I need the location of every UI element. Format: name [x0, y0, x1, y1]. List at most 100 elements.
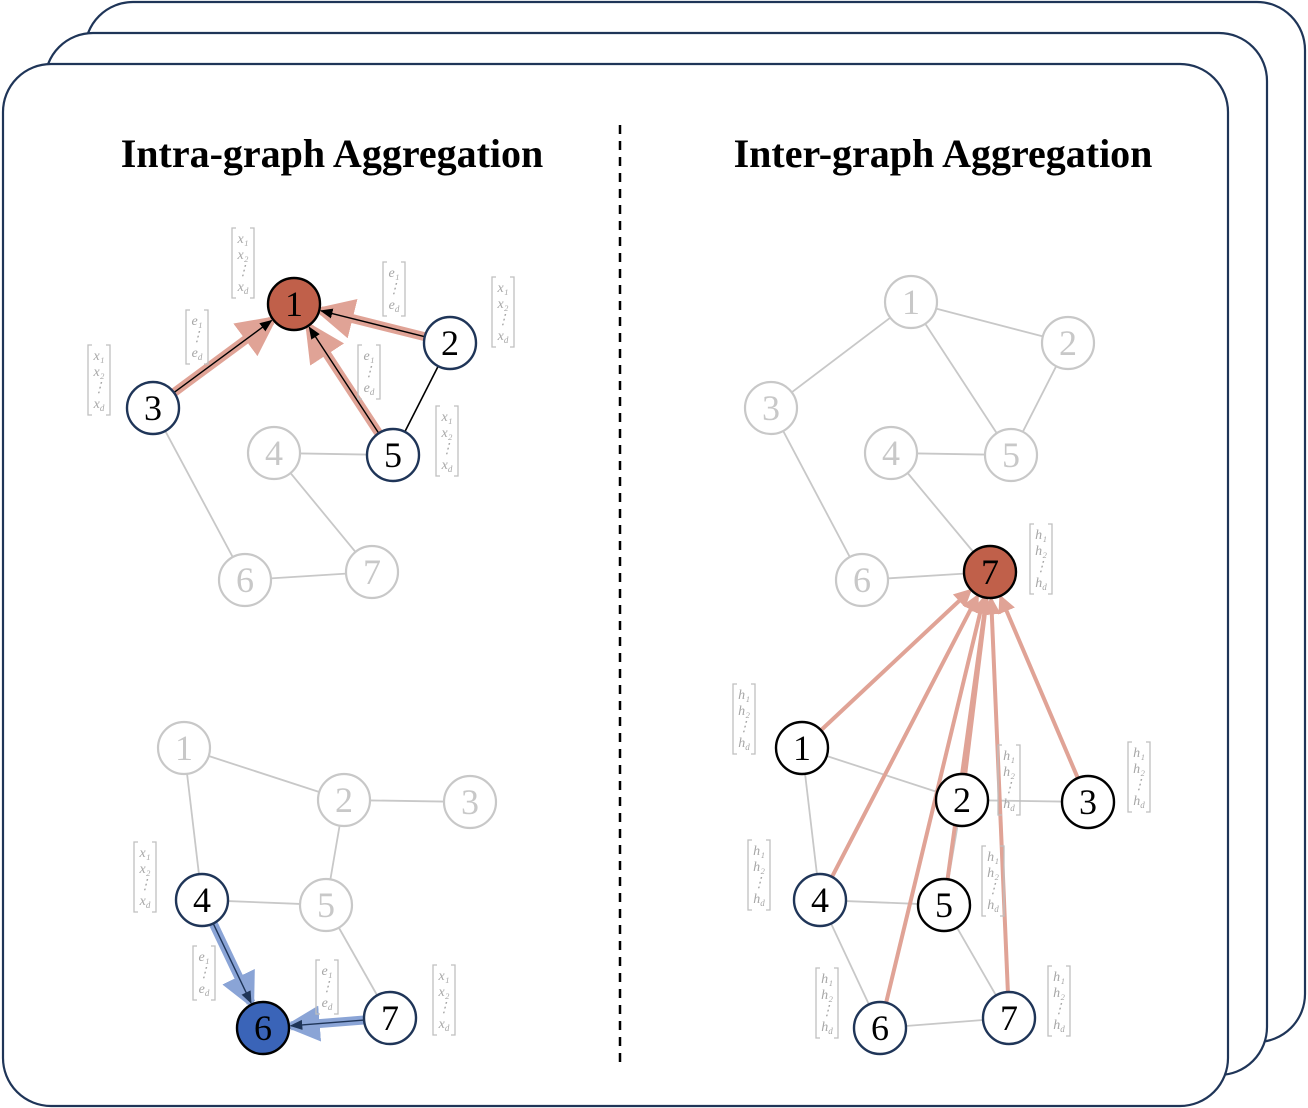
vector-entry: x₁ [92, 349, 104, 364]
edge-inter-bottom-1-4 [804, 773, 818, 875]
node-intra-bottom-7: 7 [362, 990, 418, 1046]
edge-inter-bottom-4-5 [845, 900, 919, 905]
edge-intra-top-6-7 [270, 572, 347, 580]
edge-5-1-feature-vector: e₁⋮ed [357, 344, 381, 400]
vector-entry: h₂ [1133, 762, 1145, 777]
node-label: 7 [1000, 998, 1018, 1038]
vector-entry: x₁ [437, 969, 449, 984]
vector-entry: h₂ [987, 866, 999, 881]
edge-4-6-feature-vector: e₁⋮ed [192, 945, 216, 1001]
vector-entry: x₁ [236, 232, 248, 247]
node-intra-bottom-3: 3 [442, 774, 498, 830]
vector-entry: e₁ [321, 964, 332, 979]
edge-inter-bottom-6-7 [905, 1019, 984, 1027]
vector-entry: ⋮ [362, 365, 376, 380]
node-label: 6 [871, 1008, 889, 1048]
vector-entry: h₁ [987, 850, 999, 865]
aggregation-arrow-layer [171, 299, 1080, 1042]
vector-entry: e₁ [191, 314, 202, 329]
vector-entry: x₂ [437, 985, 449, 1000]
blue-aggregation-arrow-7-to-6 [283, 1005, 365, 1042]
edge-intra-bottom-5-7 [338, 927, 378, 996]
vector-entry: h₂ [1003, 765, 1015, 780]
node-intra-top-1: 1 [266, 276, 322, 332]
node-label: 6 [254, 1008, 272, 1048]
node-intra-top-2: 2 [422, 315, 478, 371]
node-label: 2 [441, 323, 459, 363]
edge-intra-bottom-1-4 [186, 773, 200, 875]
node-label: 3 [144, 388, 162, 428]
node-intra-top-3: 3 [125, 380, 181, 436]
vector-entry: h₂ [821, 988, 833, 1003]
red-aggregation-arrow-5-to-1 [304, 320, 383, 436]
vector-entry: x₂ [138, 862, 150, 877]
inter-graph-aggregation-arrow-1 [819, 588, 973, 732]
vector-entry: ⋮ [138, 878, 152, 893]
vector-entry: ed [192, 346, 203, 362]
edge-layer [164, 307, 1063, 1027]
node-label: 7 [363, 552, 381, 592]
edge-2-1-feature-vector: e₁⋮ed [382, 261, 406, 317]
node-label: 1 [902, 282, 920, 322]
edge-inter-bottom-4-6 [830, 923, 870, 1005]
node-label: 3 [762, 388, 780, 428]
red-aggregation-arrow-3-to-1 [171, 315, 278, 397]
edge-inter-top-1-5 [924, 323, 998, 434]
node-intra-bottom-4: 4 [174, 872, 230, 928]
node-intra-top-4: 4 [246, 425, 302, 481]
edge-inter-top-1-3 [791, 316, 891, 394]
node-label: 6 [853, 560, 871, 600]
edge-inter-top-1-2 [935, 307, 1044, 338]
node-label: 5 [384, 435, 402, 475]
node-inter-top-2: 2 [1040, 315, 1096, 371]
vector-entry: x₁ [138, 846, 150, 861]
vector-entry: e₁ [363, 349, 374, 364]
node-inter-top-6: 6 [834, 552, 890, 608]
vector-entry: ⋮ [437, 1001, 451, 1016]
vector-entry: h₂ [753, 860, 765, 875]
vector-entry: h₁ [753, 844, 765, 859]
node-inter-top-1: 1 [883, 274, 939, 330]
vector-entry: h₁ [1053, 970, 1065, 985]
node-inter-bottom-1: 1 [774, 720, 830, 776]
vector-entry: ⋮ [1132, 778, 1146, 793]
edge-intra-top-4-5 [299, 452, 368, 456]
edge-intra-top-4-7 [289, 472, 357, 553]
vector-entry: h₂ [1053, 986, 1065, 1001]
node-label: 5 [935, 885, 953, 925]
vector-entry: ⋮ [92, 381, 106, 396]
node-label: 4 [882, 433, 900, 473]
vector-entry: ed [199, 982, 210, 998]
vector-entry: ⋮ [737, 720, 751, 735]
node-label: 1 [285, 284, 303, 324]
vector-entry: x₂ [236, 248, 248, 263]
vector-entry: e₁ [388, 266, 399, 281]
node-label: 2 [335, 780, 353, 820]
node-inter-bottom-3: 3 [1060, 774, 1116, 830]
vector-entry: x₂ [496, 297, 508, 312]
node-inter-bottom-5: 5 [916, 877, 972, 933]
node-label: 7 [381, 998, 399, 1038]
vector-entry: x₁ [496, 281, 508, 296]
vector-entry: h₂ [738, 704, 750, 719]
node-label: 2 [1059, 323, 1077, 363]
vector-entry: h₂ [1035, 544, 1047, 559]
vector-entry: ⋮ [236, 264, 250, 279]
node-label: 5 [1002, 435, 1020, 475]
vector-entry: ed [364, 381, 375, 397]
node-inter-bottom-6: 6 [852, 1000, 908, 1056]
inter-graph-title: Inter-graph Aggregation [734, 131, 1153, 176]
vector-entry: h₁ [1003, 749, 1015, 764]
node-label: 7 [981, 552, 999, 592]
vector-entry: x₂ [440, 426, 452, 441]
node-inter-bottom-2: 2 [934, 772, 990, 828]
red-aggregation-arrow-2-to-1 [313, 299, 426, 342]
vector-entry: h₁ [821, 972, 833, 987]
node-label: 2 [953, 780, 971, 820]
